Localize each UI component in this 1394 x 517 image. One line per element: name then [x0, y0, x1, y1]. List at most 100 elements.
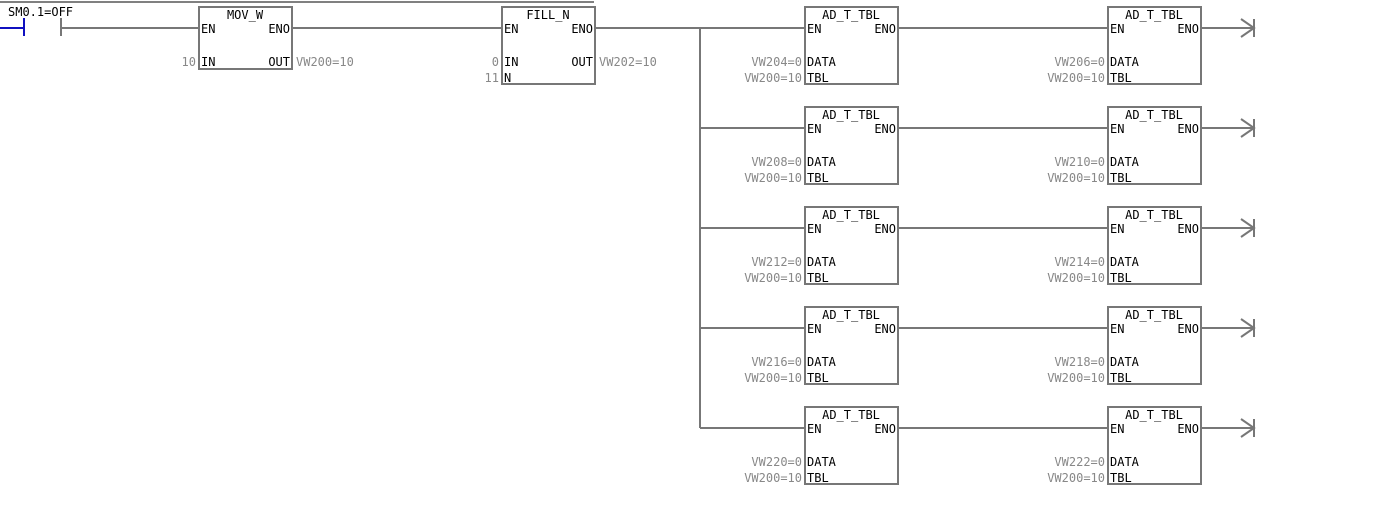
tbl-value: VW200=10 [1047, 371, 1105, 385]
mov-w-box [198, 6, 293, 70]
data-value: VW206=0 [1054, 55, 1105, 69]
block-box [804, 306, 899, 385]
block-box [1107, 306, 1202, 385]
data-pin: DATA [1110, 255, 1140, 269]
block-title: AD_T_TBL [1125, 208, 1183, 222]
data-value: VW222=0 [1054, 455, 1105, 469]
mov-w-block[interactable]: MOV_W EN ENO IN OUT 10 VW200=10 [182, 6, 354, 70]
data-value: VW210=0 [1054, 155, 1105, 169]
contact-sm01[interactable]: SM0.1=OFF [0, 5, 73, 36]
en-pin: EN [807, 322, 821, 336]
en-pin: EN [201, 22, 215, 36]
tbl-pin: TBL [1110, 71, 1132, 85]
en-pin: EN [807, 422, 821, 436]
eno-pin: ENO [874, 422, 896, 436]
out-value: VW202=10 [599, 55, 657, 69]
data-pin: DATA [1110, 355, 1140, 369]
tbl-pin: TBL [807, 471, 829, 485]
en-pin: EN [1110, 422, 1124, 436]
tbl-value: VW200=10 [1047, 271, 1105, 285]
tbl-pin: TBL [1110, 271, 1132, 285]
block-box [804, 106, 899, 185]
data-pin: DATA [807, 455, 837, 469]
block-title: AD_T_TBL [822, 108, 880, 122]
en-pin: EN [1110, 122, 1124, 136]
block-title: AD_T_TBL [822, 408, 880, 422]
block-title: AD_T_TBL [822, 308, 880, 322]
block-box [1107, 106, 1202, 185]
eno-pin: ENO [1177, 122, 1199, 136]
fill-n-box [501, 6, 596, 85]
block-title: AD_T_TBL [1125, 8, 1183, 22]
tbl-value: VW200=10 [744, 171, 802, 185]
in-pin: IN [504, 55, 518, 69]
en-pin: EN [1110, 222, 1124, 236]
en-pin: EN [807, 22, 821, 36]
data-pin: DATA [807, 55, 837, 69]
block-title: FILL_N [526, 8, 569, 22]
block-box [804, 206, 899, 285]
in-value: 10 [182, 55, 196, 69]
eno-pin: ENO [1177, 422, 1199, 436]
tbl-pin: TBL [807, 171, 829, 185]
data-value: VW204=0 [751, 55, 802, 69]
eno-pin: ENO [571, 22, 593, 36]
data-pin: DATA [807, 155, 837, 169]
eno-pin: ENO [1177, 22, 1199, 36]
en-pin: EN [504, 22, 518, 36]
tbl-value: VW200=10 [1047, 471, 1105, 485]
data-pin: DATA [807, 255, 837, 269]
block-title: AD_T_TBL [822, 208, 880, 222]
n-value: 11 [485, 71, 499, 85]
data-value: VW212=0 [751, 255, 802, 269]
tbl-value: VW200=10 [1047, 71, 1105, 85]
data-value: VW216=0 [751, 355, 802, 369]
data-pin: DATA [1110, 155, 1140, 169]
tbl-pin: TBL [1110, 371, 1132, 385]
block-box [804, 406, 899, 485]
tbl-pin: TBL [807, 371, 829, 385]
eno-pin: ENO [268, 22, 290, 36]
eno-pin: ENO [874, 22, 896, 36]
out-value: VW200=10 [296, 55, 354, 69]
data-pin: DATA [1110, 55, 1140, 69]
block-box [804, 6, 899, 85]
n-pin: N [504, 71, 511, 85]
eno-pin: ENO [874, 122, 896, 136]
in-value: 0 [492, 55, 499, 69]
en-pin: EN [1110, 22, 1124, 36]
fill-n-block[interactable]: FILL_N EN ENO IN N OUT 0 11 VW202=10 [485, 6, 657, 85]
data-pin: DATA [1110, 455, 1140, 469]
eno-pin: ENO [1177, 322, 1199, 336]
tbl-pin: TBL [1110, 471, 1132, 485]
tbl-pin: TBL [1110, 171, 1132, 185]
block-title: AD_T_TBL [1125, 108, 1183, 122]
en-pin: EN [1110, 322, 1124, 336]
tbl-value: VW200=10 [744, 71, 802, 85]
data-pin: DATA [807, 355, 837, 369]
contact-label: SM0.1=OFF [8, 5, 73, 19]
block-box [1107, 6, 1202, 85]
data-value: VW218=0 [1054, 355, 1105, 369]
tbl-value: VW200=10 [744, 371, 802, 385]
tbl-value: VW200=10 [744, 471, 802, 485]
out-pin: OUT [268, 55, 290, 69]
tbl-value: VW200=10 [744, 271, 802, 285]
tbl-pin: TBL [807, 71, 829, 85]
eno-pin: ENO [874, 222, 896, 236]
en-pin: EN [807, 222, 821, 236]
